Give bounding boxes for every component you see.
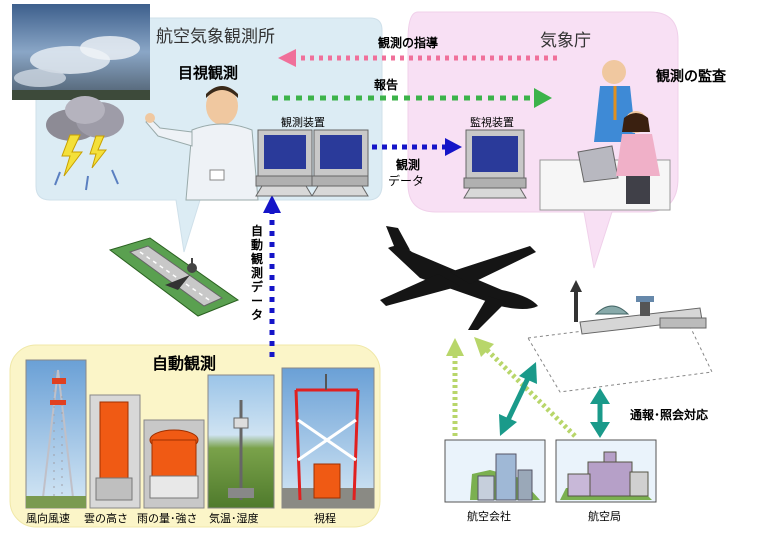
jma-title: 気象庁 <box>540 31 591 51</box>
auto-data-arrow-head <box>263 195 281 213</box>
ceilometer-photo <box>89 394 141 509</box>
report-arrow-head <box>534 88 552 108</box>
auto-data-label: 自 動 観 測 デ ー タ <box>250 224 263 322</box>
visibility-meter-photo <box>281 367 375 509</box>
monitor-computer-icon <box>463 129 527 199</box>
anemometer-photo <box>25 359 87 509</box>
observation-computer-icon <box>255 129 369 197</box>
observation-equipment-label: 観測装置 <box>281 116 325 129</box>
airplane-icon <box>380 226 538 330</box>
monitor-equipment-label: 監視装置 <box>470 116 514 129</box>
runway-icon <box>108 237 240 317</box>
visibility-label: 視程 <box>314 512 336 525</box>
instruction-arrow-label: 観測の指導 <box>378 36 439 50</box>
bureau-label: 航空局 <box>588 510 621 523</box>
airport-icon <box>527 280 713 393</box>
temp-humidity-label: 気温･湿度 <box>209 512 259 525</box>
auto-observation-title: 自動観測 <box>152 354 217 373</box>
obs-data-label-line1: 観測 <box>396 158 421 172</box>
airline-label: 航空会社 <box>467 510 511 523</box>
visual-observation-label: 目視観測 <box>178 64 239 82</box>
thermometer-photo <box>207 374 275 509</box>
instruction-arrow-head <box>278 49 296 67</box>
wind-label: 風向風速 <box>26 512 70 525</box>
jma-staff-icon <box>539 60 671 211</box>
obs-data-arrow-head <box>445 138 462 156</box>
cloud-height-label: 雲の高さ <box>84 512 128 525</box>
rain-label: 雨の量･強さ <box>137 512 198 525</box>
obs-data-label-line2: データ <box>388 174 425 188</box>
rain-gauge-photo <box>143 419 205 509</box>
report-arrow-label: 報告 <box>374 78 399 92</box>
observatory-title: 航空気象観測所 <box>156 27 275 47</box>
storm-cloud-icon <box>46 96 124 191</box>
observer-person-icon <box>145 86 259 201</box>
bureau-building-icon <box>555 439 657 503</box>
notify-response-label: 通報･照会対応 <box>630 408 709 422</box>
audit-label: 観測の監査 <box>656 69 726 85</box>
airline-building-icon <box>444 439 546 503</box>
